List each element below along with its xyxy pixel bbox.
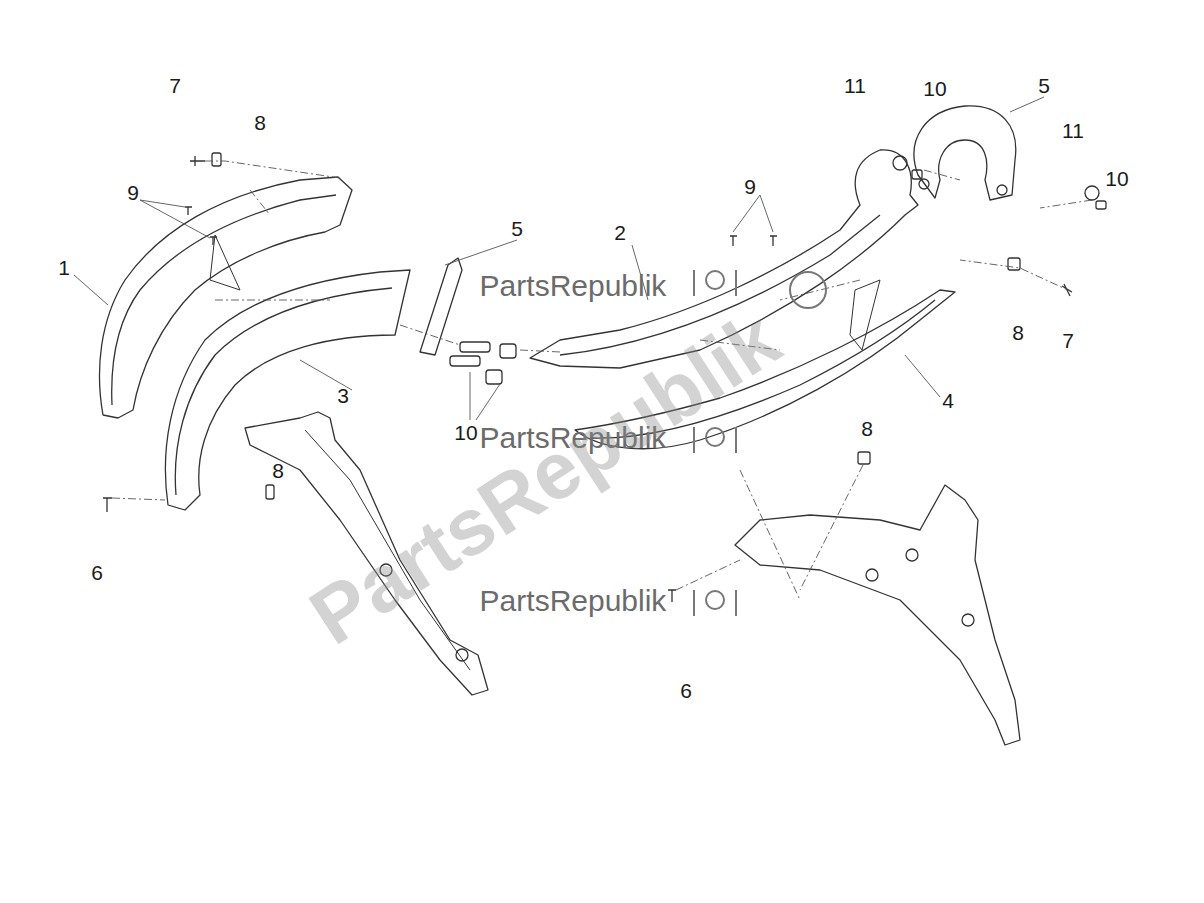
callout-number: 1 [58, 257, 70, 278]
callout-number: 7 [1062, 330, 1074, 351]
callout-number: 11 [1062, 120, 1084, 141]
callout-number: 10 [454, 422, 477, 443]
callout-number: 6 [680, 680, 692, 701]
callout-number: 3 [337, 385, 349, 406]
callout-number: 5 [511, 218, 523, 239]
callout-number: 8 [254, 112, 266, 133]
callout-number: 2 [614, 222, 626, 243]
callout-number: 7 [169, 75, 181, 96]
callout-number: 8 [1012, 322, 1024, 343]
watermark: PartsRepublik [480, 271, 667, 301]
callout-number: 11 [844, 75, 866, 96]
callout-number: 8 [861, 418, 873, 439]
callout-number: 8 [272, 460, 284, 481]
callout-number: 10 [923, 78, 946, 99]
callout-number: 9 [744, 176, 756, 197]
callout-number: 4 [942, 390, 954, 411]
callout-number: 5 [1038, 75, 1050, 96]
callout-number: 9 [127, 182, 139, 203]
callout-number: 6 [91, 562, 103, 583]
watermark: PartsRepublik [480, 586, 667, 616]
callout-number: 10 [1105, 168, 1128, 189]
